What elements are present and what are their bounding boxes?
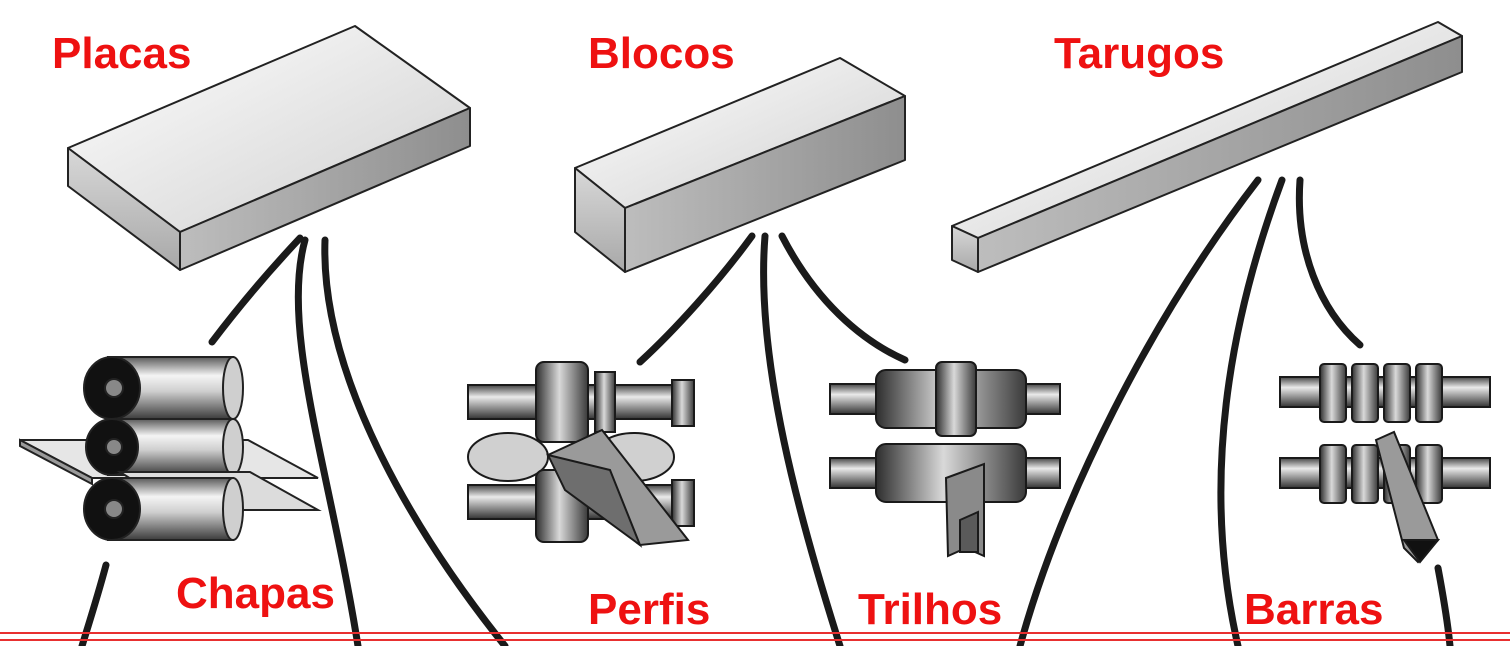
label-perfis: Perfis	[588, 585, 711, 634]
curve-blocos-perfis	[636, 232, 756, 366]
curve-chapas-bottom	[78, 561, 110, 646]
bottom-rules	[0, 632, 1510, 641]
tarugo-billet	[951, 21, 1463, 273]
curve-blocos-mid	[760, 232, 844, 646]
trilhos-rolling-mill	[829, 361, 1061, 558]
label-placas: Placas	[52, 29, 192, 78]
label-blocos: Blocos	[588, 29, 735, 78]
curve-tarugos-barras	[1295, 176, 1364, 349]
label-barras: Barras	[1244, 585, 1384, 634]
label-chapas: Chapas	[176, 569, 335, 618]
process-curves	[78, 176, 1454, 646]
curve-placas-chapas	[208, 234, 304, 346]
curve-barras-bottom	[1434, 564, 1454, 646]
perfis-rolling-mill	[467, 361, 695, 548]
curve-tarugos-a	[1016, 176, 1262, 646]
label-tarugos: Tarugos	[1054, 29, 1225, 78]
barras-rolling-mill	[1279, 363, 1491, 564]
bloco-block	[574, 57, 906, 273]
curve-blocos-trilhos	[778, 232, 909, 364]
curve-tarugos-b	[1217, 176, 1286, 646]
label-trilhos: Trilhos	[858, 585, 1003, 634]
curve-placas-left	[294, 236, 362, 646]
placa-slab	[67, 25, 471, 271]
chapas-rolling-mill	[19, 356, 322, 541]
curve-placas-right	[321, 236, 509, 646]
